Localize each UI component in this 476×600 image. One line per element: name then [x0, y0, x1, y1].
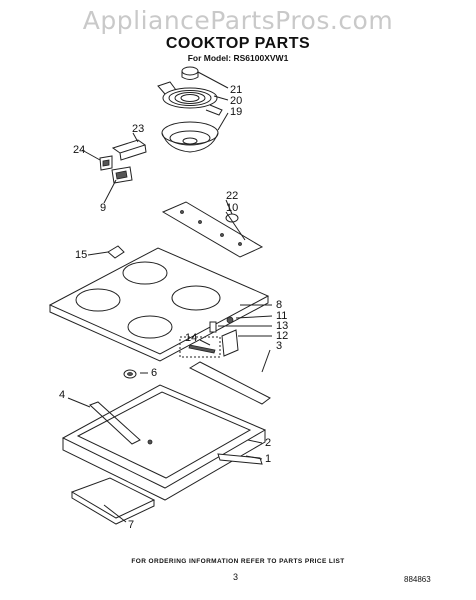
callout-10: 10 — [226, 202, 239, 214]
callout-4: 4 — [59, 389, 66, 401]
callout-1: 1 — [265, 453, 272, 465]
callout-19: 19 — [230, 106, 243, 118]
callout-13: 13 — [276, 320, 289, 332]
grommet-6 — [123, 369, 137, 379]
ordering-note: FOR ORDERING INFORMATION REFER TO PARTS … — [131, 558, 345, 565]
cooktop-top — [48, 247, 270, 362]
callout-12: 12 — [276, 330, 289, 342]
watermark: AppliancePartsPros.com — [82, 6, 394, 35]
callout-2: 2 — [265, 437, 272, 449]
control-panel — [161, 201, 264, 258]
callout-7: 7 — [128, 519, 135, 531]
callout-24: 24 — [73, 144, 86, 156]
drip-pan — [161, 121, 219, 153]
callout-9: 9 — [100, 202, 107, 214]
element-receptacle — [99, 139, 147, 184]
callout-23: 23 — [132, 123, 145, 135]
callout-20: 20 — [230, 95, 243, 107]
clip-15 — [107, 245, 125, 259]
page-number: 3 — [233, 572, 239, 582]
callout-21: 21 — [230, 84, 243, 96]
infinite-switch — [179, 316, 239, 358]
callout-22: 22 — [226, 190, 239, 202]
document-code: 884863 — [404, 575, 431, 584]
surface-element — [157, 66, 223, 116]
callout-8: 8 — [276, 299, 283, 311]
callout-3: 3 — [276, 340, 283, 352]
bracket-1 — [217, 453, 263, 465]
callout-14: 14 — [185, 332, 198, 344]
callout-6: 6 — [151, 367, 158, 379]
leader-lines — [67, 71, 273, 523]
callout-11: 11 — [276, 310, 288, 322]
model-number: For Model: RS6100XVW1 — [187, 53, 289, 63]
callout-15: 15 — [75, 249, 88, 261]
burner-box — [61, 384, 267, 501]
diagram-title: COOKTOP PARTS — [165, 35, 311, 52]
bracket-3 — [188, 361, 271, 405]
